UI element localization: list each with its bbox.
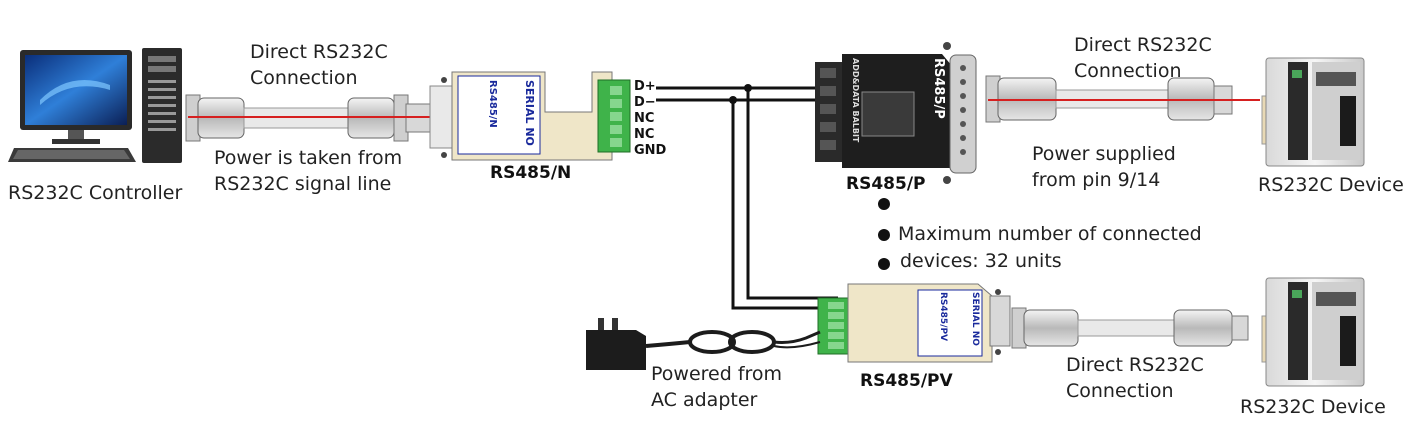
continuation-dot-2 <box>878 229 890 241</box>
bus-junction-dminus <box>729 96 737 104</box>
right-top-power-note-line2: from pin 9/14 <box>1032 169 1161 191</box>
bottom-cable-label-line1: Direct RS232C <box>1066 354 1204 376</box>
adapter-note-line2: AC adapter <box>651 389 758 411</box>
pin-dplus: D+ <box>634 79 656 94</box>
rs232c-device-bottom-icon <box>1261 277 1365 387</box>
right-top-cable-label-line1: Direct RS232C <box>1074 34 1212 56</box>
rs485-p-label: RS485/P <box>846 174 926 194</box>
bottom-cable-label-line2: Connection <box>1066 380 1174 402</box>
pin-dminus: D− <box>634 95 656 110</box>
continuation-dot-1 <box>878 198 890 210</box>
left-cable-label-line1: Direct RS232C <box>250 41 388 63</box>
left-cable-label-line2: Connection <box>250 67 358 89</box>
rs232c-device-top-icon <box>1261 57 1365 167</box>
rs485-bus-wires <box>656 86 838 310</box>
rs485-n-converter <box>429 71 631 161</box>
pin-nc-2: NC <box>634 127 655 142</box>
pin-gnd: GND <box>634 143 667 158</box>
rs485-p-converter <box>815 42 977 184</box>
rs485-pv-side-text: RS485/PV <box>938 292 948 342</box>
rs485-pv-label: RS485/PV <box>860 371 953 391</box>
continuation-dot-3 <box>878 258 890 270</box>
pc-controller-icon <box>8 48 182 163</box>
rs485-p-face-text: RS485/P <box>931 58 946 119</box>
rs485-n-side-text: RS485/N <box>487 80 498 128</box>
ac-adapter-icon <box>586 318 821 370</box>
right-top-rs232c-cable <box>985 75 1260 123</box>
rs485-pv-serial-text: SERIAL NO <box>970 292 980 346</box>
device-top-label: RS232C Device <box>1258 174 1404 196</box>
rs485-n-serial-text: SERIAL NO <box>523 80 536 146</box>
pin-nc-1: NC <box>634 111 655 126</box>
left-rs232c-cable <box>185 94 432 142</box>
adapter-note-line1: Powered from <box>651 363 783 385</box>
left-power-note-line1: Power is taken from <box>214 147 403 169</box>
left-power-note-line2: RS232C signal line <box>214 173 392 195</box>
rs485-pv-converter <box>817 283 1011 363</box>
controller-label: RS232C Controller <box>8 182 183 204</box>
right-top-cable-label-line2: Connection <box>1074 60 1182 82</box>
device-bottom-label: RS232C Device <box>1240 396 1386 418</box>
rs485-n-label: RS485/N <box>490 163 572 183</box>
bus-junction-dplus <box>744 84 752 92</box>
right-top-power-note-line1: Power supplied <box>1032 143 1176 165</box>
bottom-rs232c-cable <box>1011 307 1249 349</box>
max-devices-note-line1: Maximum number of connected <box>898 223 1202 245</box>
rs485-p-side-text: ADD&DATA BALBIT <box>851 58 860 143</box>
max-devices-note-line2: devices: 32 units <box>900 250 1062 272</box>
